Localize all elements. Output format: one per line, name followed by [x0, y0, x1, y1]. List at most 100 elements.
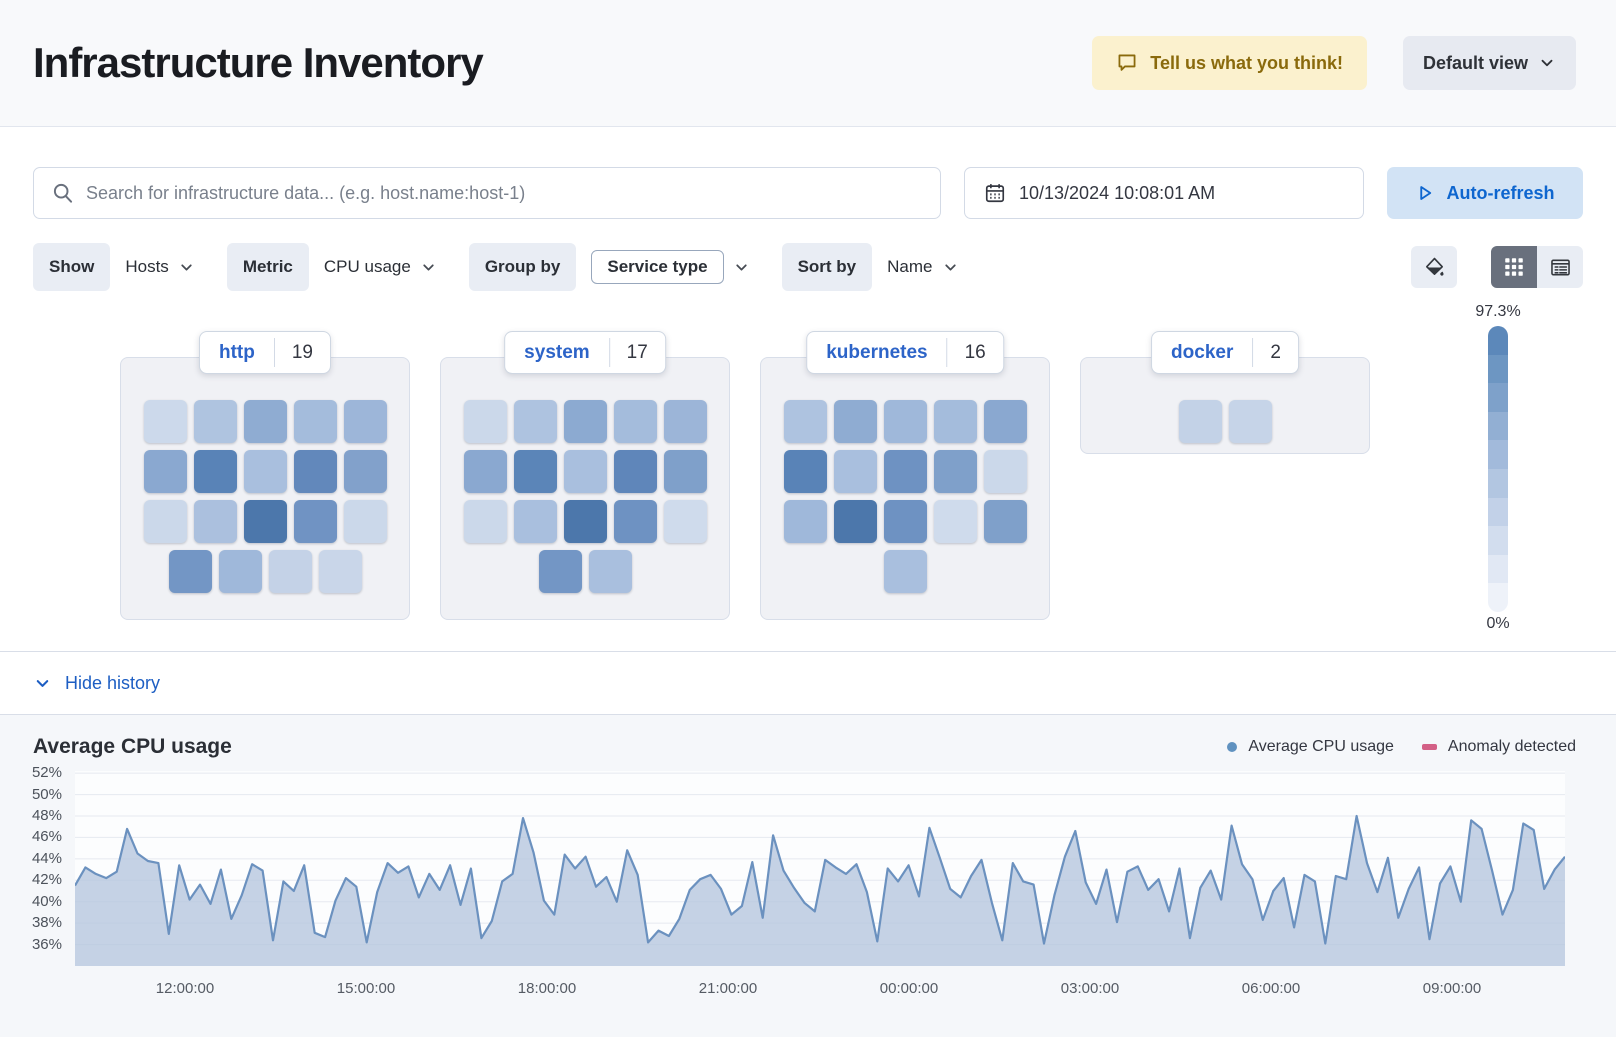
- group-by-filter-value-text: Service type: [591, 250, 724, 284]
- tile-row: [141, 550, 389, 593]
- group-name-link[interactable]: kubernetes: [826, 341, 928, 363]
- host-tile[interactable]: [268, 550, 312, 593]
- metric-filter-value[interactable]: CPU usage: [308, 243, 447, 291]
- host-tile[interactable]: [833, 450, 877, 493]
- host-tile[interactable]: [143, 500, 187, 543]
- legend-item-label: Average CPU usage: [1248, 738, 1394, 755]
- host-tile[interactable]: [983, 400, 1027, 443]
- host-tile[interactable]: [463, 400, 507, 443]
- host-tile[interactable]: [613, 500, 657, 543]
- host-tile[interactable]: [663, 400, 707, 443]
- auto-refresh-button[interactable]: Auto-refresh: [1387, 167, 1583, 219]
- host-tile[interactable]: [783, 450, 827, 493]
- tile-row: [141, 450, 389, 493]
- host-tile[interactable]: [193, 400, 237, 443]
- host-tile[interactable]: [293, 500, 337, 543]
- page-title: Infrastructure Inventory: [33, 39, 484, 86]
- legend-item-avg-cpu[interactable]: Average CPU usage: [1227, 738, 1394, 756]
- host-tile[interactable]: [588, 550, 632, 593]
- host-tile[interactable]: [1228, 400, 1272, 443]
- x-axis-tick-label: 09:00:00: [1422, 980, 1482, 997]
- host-tile[interactable]: [563, 400, 607, 443]
- grid-view-button[interactable]: [1491, 246, 1537, 288]
- y-axis-tick-label: 44%: [31, 849, 62, 867]
- host-tile[interactable]: [343, 400, 387, 443]
- host-tile[interactable]: [563, 500, 607, 543]
- table-view-button[interactable]: [1537, 246, 1583, 288]
- view-selector-button[interactable]: Default view: [1402, 36, 1576, 90]
- search-input[interactable]: [33, 167, 941, 219]
- host-tile[interactable]: [833, 500, 877, 543]
- header-actions: Tell us what you think! Default view: [1092, 36, 1576, 90]
- host-tile[interactable]: [193, 450, 237, 493]
- date-picker-button[interactable]: 10/13/2024 10:08:01 AM: [964, 167, 1364, 219]
- group-name-link[interactable]: system: [524, 341, 590, 363]
- sort-by-filter-label: Sort by: [781, 243, 873, 291]
- host-tile[interactable]: [193, 500, 237, 543]
- host-tile[interactable]: [663, 500, 707, 543]
- chevron-down-icon: [423, 263, 434, 271]
- host-tile[interactable]: [513, 400, 557, 443]
- group-by-filter-value[interactable]: Service type: [576, 243, 760, 291]
- view-selector-label: Default view: [1422, 52, 1528, 73]
- host-tile[interactable]: [243, 500, 287, 543]
- search-box: [33, 167, 941, 219]
- host-tile[interactable]: [883, 500, 927, 543]
- group-name-link[interactable]: docker: [1171, 341, 1234, 363]
- host-tile[interactable]: [538, 550, 582, 593]
- host-tile[interactable]: [663, 450, 707, 493]
- host-tile[interactable]: [143, 450, 187, 493]
- host-tile[interactable]: [933, 400, 977, 443]
- host-tile[interactable]: [783, 400, 827, 443]
- host-tile[interactable]: [343, 500, 387, 543]
- chevron-down-icon: [36, 679, 49, 687]
- hide-history-toggle[interactable]: Hide history: [33, 673, 160, 694]
- legend-step: [1488, 497, 1508, 527]
- group-name-link[interactable]: http: [218, 341, 255, 363]
- host-tile[interactable]: [463, 500, 507, 543]
- feedback-button[interactable]: Tell us what you think!: [1092, 36, 1367, 90]
- show-filter-value[interactable]: Hosts: [110, 243, 205, 291]
- host-tile[interactable]: [343, 450, 387, 493]
- host-tile[interactable]: [783, 500, 827, 543]
- tile-row: [461, 400, 709, 443]
- host-tile[interactable]: [563, 450, 607, 493]
- host-tile[interactable]: [883, 450, 927, 493]
- host-tile[interactable]: [613, 450, 657, 493]
- host-tile[interactable]: [1178, 400, 1222, 443]
- host-tile[interactable]: [243, 400, 287, 443]
- host-tile[interactable]: [933, 500, 977, 543]
- legend-fill-button[interactable]: [1411, 246, 1457, 288]
- badge-divider: [273, 338, 275, 367]
- badge-divider: [1252, 338, 1254, 367]
- host-tile[interactable]: [143, 400, 187, 443]
- host-tile[interactable]: [513, 500, 557, 543]
- toolbar: 10/13/2024 10:08:01 AM Auto-refresh: [33, 167, 1583, 219]
- feedback-label: Tell us what you think!: [1150, 52, 1343, 73]
- host-tile[interactable]: [168, 550, 212, 593]
- host-tile[interactable]: [933, 450, 977, 493]
- legend-item-anomaly[interactable]: Anomaly detected: [1421, 738, 1576, 756]
- host-tile[interactable]: [293, 400, 337, 443]
- host-tile[interactable]: [243, 450, 287, 493]
- host-tile[interactable]: [883, 400, 927, 443]
- legend-gradient-bar[interactable]: [1488, 326, 1508, 612]
- host-tile[interactable]: [983, 500, 1027, 543]
- host-tile[interactable]: [463, 450, 507, 493]
- host-tile[interactable]: [318, 550, 362, 593]
- host-tile[interactable]: [883, 550, 927, 593]
- host-tile[interactable]: [513, 450, 557, 493]
- area-chart-svg: [75, 771, 1565, 966]
- host-tile[interactable]: [613, 400, 657, 443]
- host-tile[interactable]: [293, 450, 337, 493]
- sort-by-filter-value[interactable]: Name: [872, 243, 969, 291]
- host-tile[interactable]: [983, 450, 1027, 493]
- host-tile[interactable]: [218, 550, 262, 593]
- x-axis-tick-label: 12:00:00: [155, 980, 215, 997]
- host-tile[interactable]: [833, 400, 877, 443]
- tile-row: [781, 400, 1029, 443]
